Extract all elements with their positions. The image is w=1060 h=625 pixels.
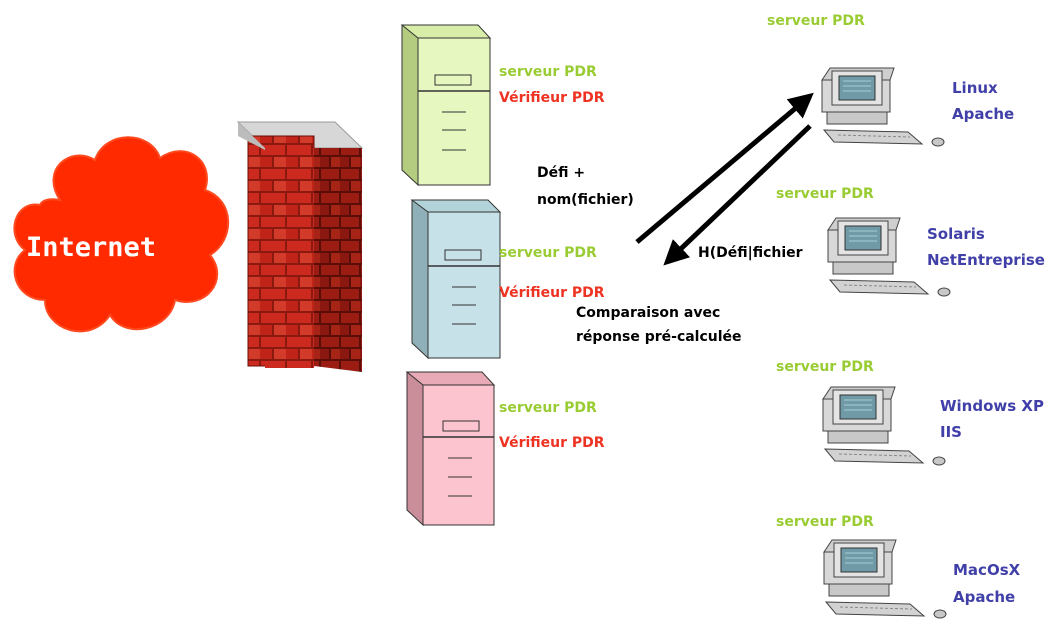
client-3-name: serveur PDR — [776, 359, 874, 375]
client-4-server: Apache — [953, 588, 1016, 606]
client-4-os: MacOsX — [953, 561, 1021, 579]
server-tower-1 — [400, 24, 492, 187]
comparison-label-line1: Comparaison avec — [576, 305, 721, 321]
client-computer-2 — [827, 217, 951, 297]
server-2-role: Vérifieur PDR — [499, 285, 605, 301]
client-1-name: serveur PDR — [767, 13, 865, 29]
client-1-os: Linux — [952, 79, 998, 97]
server-1-name: serveur PDR — [499, 64, 597, 80]
client-computer-4 — [823, 539, 947, 619]
client-2-name: serveur PDR — [776, 186, 874, 202]
server-2-name: serveur PDR — [499, 245, 597, 261]
client-computer-3 — [822, 386, 946, 466]
response-arrow — [663, 124, 812, 266]
challenge-arrow — [635, 92, 814, 244]
server-1-role: Vérifieur PDR — [499, 90, 605, 106]
firewall — [236, 121, 364, 372]
client-4-name: serveur PDR — [776, 514, 874, 530]
client-2-server: NetEntreprise — [927, 251, 1045, 269]
internet-label: Internet — [26, 232, 157, 263]
challenge-label-line2: nom(fichier) — [537, 192, 634, 208]
client-3-server: IIS — [940, 423, 962, 441]
client-1-server: Apache — [952, 105, 1015, 123]
response-label: H(Défi|fichier — [698, 245, 803, 261]
server-3-role: Vérifieur PDR — [499, 435, 605, 451]
server-3-name: serveur PDR — [499, 400, 597, 416]
server-tower-3 — [405, 371, 496, 527]
challenge-label-line1: Défi + — [537, 165, 586, 181]
client-3-os: Windows XP — [940, 397, 1044, 415]
server-tower-2 — [410, 199, 502, 360]
client-computer-1 — [821, 67, 945, 147]
client-2-os: Solaris — [927, 225, 985, 243]
comparison-label-line2: réponse pré-calculée — [576, 329, 742, 345]
internet-cloud — [13, 136, 230, 333]
